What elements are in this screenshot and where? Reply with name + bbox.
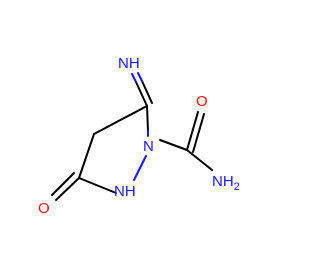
atom-amide-nh2: NH2 [212, 173, 240, 193]
bond-camide-nh2 [186, 149, 213, 171]
atom-amide-nh: NH [212, 173, 234, 190]
structure-canvas: NH N NH O O NH2 [38, 55, 240, 217]
bond-nh-c [78, 177, 117, 194]
bond-c-n1 [146, 105, 149, 132]
atom-ring-o: O [38, 200, 50, 217]
bond-ring-co-a [55, 177, 80, 201]
atom-labels: NH N NH O O NH2 [38, 55, 240, 217]
atom-imine-nh: NH [118, 55, 140, 72]
bond-imine-c-n-black [135, 81, 148, 107]
bond-imine-c-n-black-2 [141, 80, 153, 104]
atom-amide-o: O [196, 93, 208, 110]
bond-ring-co-b [51, 172, 75, 196]
atom-n1: N [143, 138, 154, 155]
atom-ring-nh: NH [114, 183, 136, 200]
molecule-diagram: NH N NH O O NH2 [38, 55, 240, 217]
bond-amide-co-a [186, 111, 199, 151]
bond-imine-c-n-blue [131, 73, 137, 83]
bond-n1-nh [133, 155, 147, 181]
atom-amide-nh2-subscript: 2 [234, 181, 240, 193]
bond-n1-camide [159, 139, 188, 151]
bond-c-ch2 [93, 105, 148, 135]
bond-amide-co-b [192, 113, 205, 153]
bond-imine-c-n-blue-2 [137, 72, 143, 82]
bond-ch2-c [78, 133, 95, 179]
bonds [51, 72, 213, 201]
